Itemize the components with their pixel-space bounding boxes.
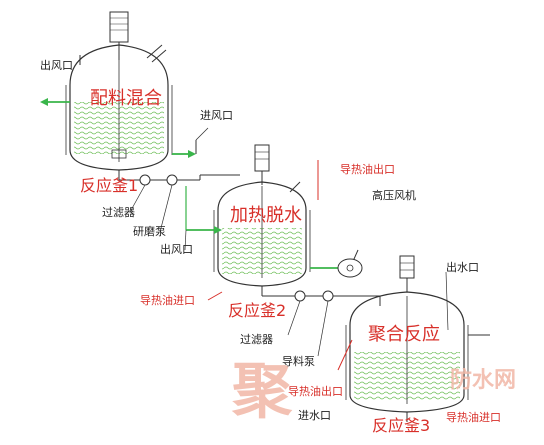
air-outlet-label-1: 出风口 bbox=[40, 59, 73, 72]
watermark-main: 聚 bbox=[232, 357, 292, 427]
tank1-name: 反应釜1 bbox=[80, 176, 139, 195]
leader-lines bbox=[129, 184, 449, 357]
grinding-pump-label: 研磨泵 bbox=[133, 225, 166, 238]
filter-label-2: 过滤器 bbox=[240, 333, 273, 346]
water-outlet-label: 出水口 bbox=[446, 261, 479, 274]
reactor-tank-3 bbox=[345, 255, 490, 422]
heat-oil-inlet-label-1: 导热油进口 bbox=[140, 294, 195, 307]
tank3-name: 反应釜3 bbox=[372, 416, 431, 435]
high-pressure-fan bbox=[337, 249, 363, 278]
heat-oil-outlet-label-1: 导热油出口 bbox=[340, 163, 395, 176]
reactor-tank-2 bbox=[213, 144, 311, 296]
air-outlet-label-2: 出风口 bbox=[160, 243, 193, 256]
material-pump-label: 导料泵 bbox=[282, 355, 315, 368]
tank2-name: 反应釜2 bbox=[228, 301, 287, 320]
reactor-tank-1 bbox=[65, 11, 173, 180]
air-inlet-label: 进风口 bbox=[200, 109, 233, 122]
water-inlet-label: 进水口 bbox=[298, 409, 331, 422]
heat-oil-outlet-label-2: 导热油出口 bbox=[288, 385, 343, 398]
filter-label-1: 过滤器 bbox=[102, 206, 135, 219]
watermark-site: 防水网 bbox=[450, 368, 517, 393]
heat-oil-inlet-label-2: 导热油进口 bbox=[446, 411, 501, 424]
tank3-title: 聚合反应 bbox=[368, 324, 440, 345]
tank2-title: 加热脱水 bbox=[230, 205, 302, 226]
tank1-title: 配料混合 bbox=[90, 88, 162, 109]
air-pipes bbox=[40, 98, 340, 269]
high-pressure-fan-label: 高压风机 bbox=[372, 189, 416, 202]
